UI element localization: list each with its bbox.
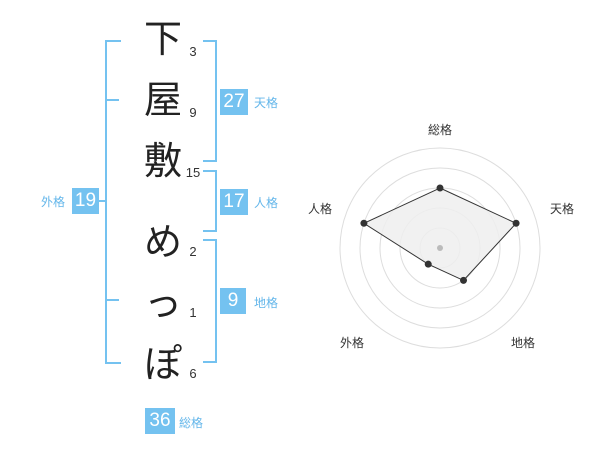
radar-ring	[359, 167, 521, 329]
gaikaku-label: 外格	[41, 195, 66, 209]
tenkaku-label: 天格	[254, 96, 279, 110]
radar-label-gaikaku: 外格	[340, 336, 365, 350]
radar-point	[360, 219, 368, 227]
radar-center-dot	[437, 245, 443, 251]
gaikaku-bracket-tick-bottom	[105, 299, 119, 301]
stroke-count-2: 9	[189, 105, 197, 120]
radar-label-tenkaku: 天格	[550, 202, 575, 216]
stroke-count-6: 6	[189, 366, 197, 381]
name-char-2: 屋	[143, 78, 182, 122]
jinkaku-bracket	[203, 170, 217, 232]
radar-ring	[339, 147, 541, 349]
radar-point	[460, 276, 468, 284]
stroke-count-4: 2	[189, 244, 197, 259]
gaikaku-badge: 19	[72, 188, 99, 214]
name-char-1: 下	[143, 17, 182, 61]
name-char-5: っ	[143, 281, 182, 325]
tenkaku-bracket	[203, 40, 217, 162]
radar-label-soukaku: 総格	[428, 123, 453, 137]
soukaku-badge: 36	[145, 408, 175, 434]
jinkaku-badge: 17	[220, 189, 248, 215]
jinkaku-label: 人格	[254, 196, 279, 210]
radar-dots	[360, 184, 520, 284]
radar-point	[436, 184, 444, 192]
name-char-6: ぽ	[143, 342, 182, 386]
stroke-count-1: 3	[189, 44, 197, 59]
radar-point	[512, 219, 520, 227]
radar-label-chikaku: 地格	[511, 336, 536, 350]
chikaku-bracket	[203, 239, 217, 363]
gaikaku-connector	[97, 200, 105, 202]
tenkaku-badge: 27	[220, 89, 248, 115]
soukaku-label: 総格	[179, 416, 204, 430]
gaikaku-bracket-tick-top	[105, 99, 119, 101]
name-char-3: 敷	[143, 139, 182, 183]
radar-polygon	[362, 187, 517, 282]
radar-point	[424, 260, 432, 268]
name-char-4: め	[143, 220, 182, 264]
stroke-count-5: 1	[189, 305, 197, 320]
chikaku-badge: 9	[220, 288, 246, 314]
gaikaku-bracket	[105, 40, 121, 364]
chikaku-label: 地格	[254, 296, 279, 310]
stroke-count-3: 15	[185, 165, 201, 180]
radar-label-jinkaku: 人格	[308, 202, 333, 216]
